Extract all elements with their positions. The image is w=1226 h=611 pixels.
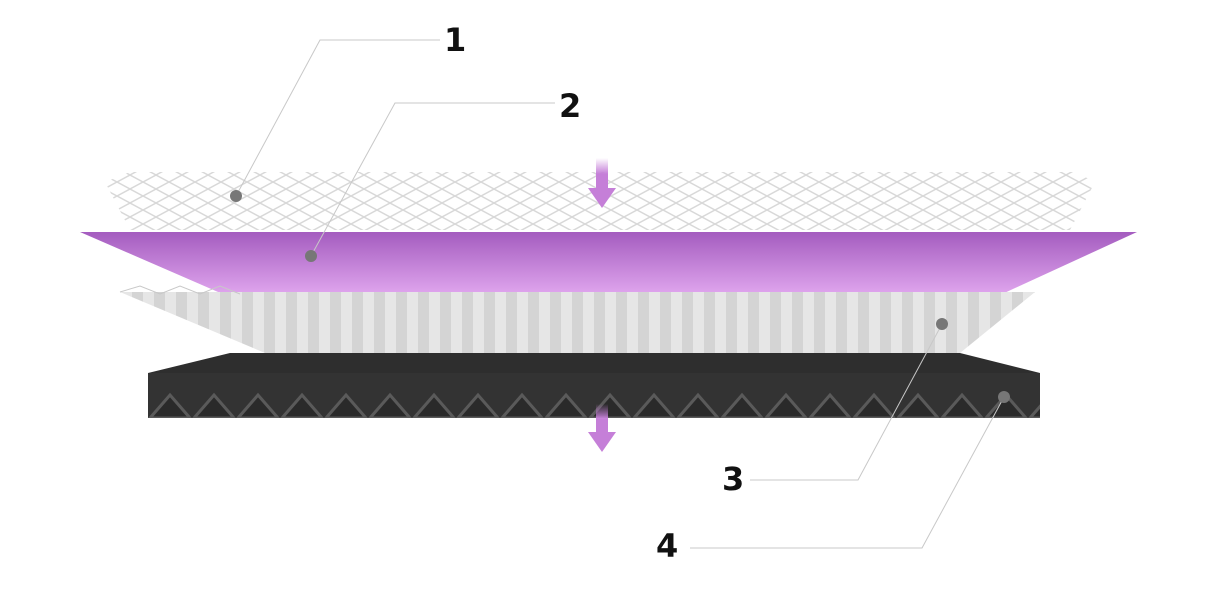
marker-dot-3: [936, 318, 948, 330]
leader-line-1: [235, 39, 440, 197]
pleated-layer: [119, 285, 1035, 353]
dark-base-layer: [148, 353, 1040, 418]
layer-label-1: 1: [444, 21, 467, 59]
airflow-out-arrow-icon: [588, 404, 616, 452]
airflow-in-arrow-icon: [588, 158, 616, 208]
marker-dot-1: [230, 190, 242, 202]
layer-label-4: 4: [656, 527, 679, 565]
leader-line-3: [750, 323, 943, 481]
marker-dot-4: [998, 391, 1010, 403]
layer-label-2: 2: [559, 87, 582, 125]
leader-line-4: [690, 396, 1005, 549]
layer-label-3: 3: [722, 460, 745, 498]
marker-dot-2: [305, 250, 317, 262]
purple-layer: [80, 232, 1137, 295]
leader-line-2: [310, 102, 555, 257]
